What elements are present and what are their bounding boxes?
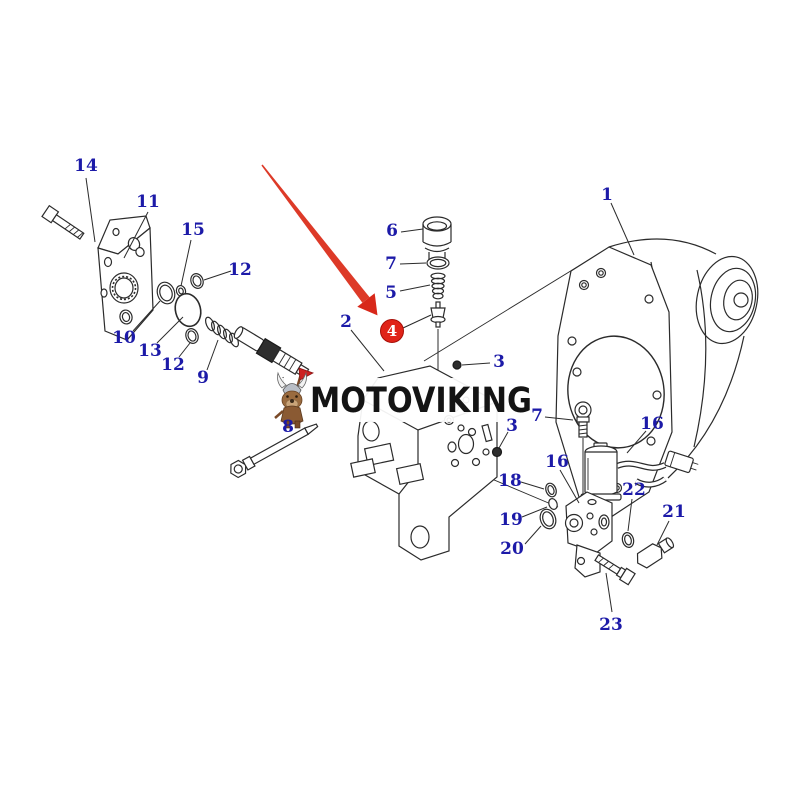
nut-3a-drawing: [452, 360, 462, 370]
watermark-box: [267, 378, 537, 422]
viking-dog-mascot: [274, 367, 314, 429]
oring-22-drawing: [621, 532, 635, 548]
plug-21-drawing: [636, 537, 675, 569]
red-pointer-arrow: [261, 164, 378, 316]
watermark-text: MOTOVIKING: [310, 381, 532, 421]
spring-5-drawing: [430, 272, 446, 300]
line-art: [41, 164, 759, 613]
bolt-23-drawing: [594, 554, 636, 586]
valve-4-drawing: [430, 301, 446, 328]
long-bolt-drawing: [230, 423, 319, 479]
bolt-14-drawing: [41, 204, 85, 240]
nut-3b-drawing: [491, 446, 503, 458]
oring-19-drawing: [548, 498, 558, 510]
oring-7a-drawing: [426, 256, 450, 270]
pump-housing-1-drawing: [555, 238, 759, 518]
plate-11-drawing: [97, 215, 154, 341]
oring-12b-drawing: [185, 328, 199, 344]
ring-10-drawing: [156, 281, 176, 305]
spool-8-drawing: [233, 326, 310, 378]
oring-20-drawing: [539, 508, 557, 530]
oring-18-drawing: [545, 482, 557, 498]
leader-lines: [85, 177, 670, 613]
bolt-7b-drawing: [574, 401, 592, 438]
oring-12a-drawing: [190, 273, 204, 289]
solenoid-valve-16-drawing: [564, 491, 613, 578]
